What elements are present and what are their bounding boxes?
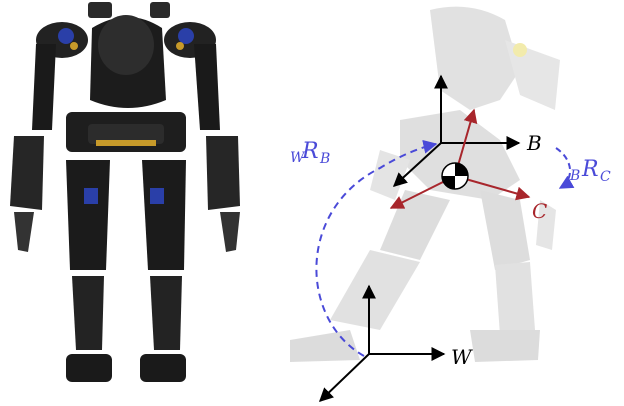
svg-text:R: R: [581, 157, 599, 182]
svg-text:C: C: [600, 169, 611, 185]
base-frame-label: B: [526, 131, 542, 155]
svg-text:W: W: [290, 150, 306, 166]
humanoid-robot-photo: [10, 2, 240, 382]
rotation-world-to-base-arc: [315, 139, 438, 357]
faded-robot-silhouette: [290, 6, 560, 362]
com-frame-label: C: [532, 199, 547, 223]
svg-text:R: R: [301, 139, 319, 164]
rotation-base-to-com-label: B R C: [569, 157, 611, 185]
rotation-world-to-base-label: W R B: [290, 139, 330, 167]
world-frame-axes: [318, 284, 446, 402]
svg-text:B: B: [569, 168, 580, 184]
center-of-mass-icon: [441, 162, 469, 190]
world-frame-label: W: [451, 345, 473, 369]
rotation-base-to-com-arc: [555, 147, 575, 189]
world-y-axis: [318, 353, 370, 402]
svg-text:B: B: [319, 151, 330, 167]
